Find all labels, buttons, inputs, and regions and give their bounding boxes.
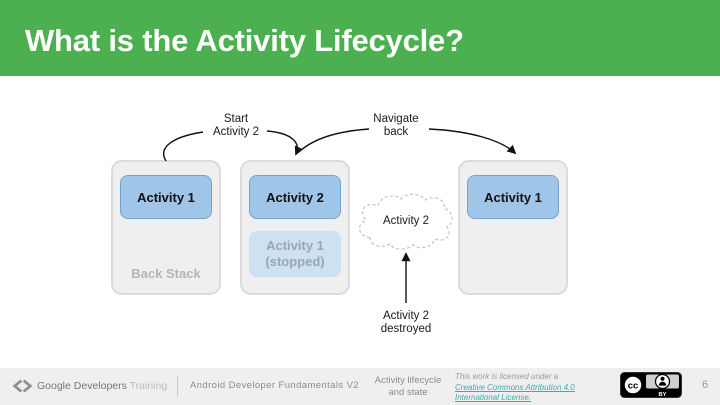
brand-primary: Google Developers — [37, 380, 127, 392]
license-link-line1[interactable]: Creative Commons Attribution 4.0 — [455, 382, 575, 392]
lesson-title-line2: and state — [388, 386, 428, 398]
course-title: Android Developer Fundamentals V2 — [190, 380, 359, 391]
activity-destroyed-label-line2: destroyed — [380, 323, 432, 335]
brand-text: Google Developers Training — [37, 380, 167, 392]
lesson-title: Activity lifecycle and state — [356, 375, 460, 398]
activity-1-box-returned: Activity 1 — [467, 175, 559, 219]
footer-divider — [177, 376, 178, 397]
brand-secondary: Training — [129, 380, 168, 392]
stopped-box-line1: Activity 1 — [266, 238, 324, 253]
start-activity-label: Start Activity 2 — [194, 113, 278, 139]
cloud-activity-label: Activity 2 — [382, 215, 429, 227]
svg-text:BY: BY — [658, 392, 666, 398]
stopped-box-line2: (stopped) — [265, 254, 325, 269]
license-link-line2[interactable]: International License. — [455, 393, 532, 402]
back-stack-caption: Back Stack — [131, 266, 201, 281]
page-number: 6 — [702, 379, 709, 391]
activity-destroyed-label: Activity 2 destroyed — [364, 310, 448, 336]
activity-1-box: Activity 1 — [120, 175, 212, 219]
lesson-title-line1: Activity lifecycle — [374, 375, 442, 386]
activity-1-stopped-box: Activity 1 (stopped) — [249, 231, 341, 277]
footer-bar: Google Developers Training Android Devel… — [0, 368, 720, 405]
google-developers-logo-icon — [12, 379, 33, 393]
cc-by-badge-icon[interactable]: cc BY — [620, 372, 682, 398]
back-stack-panel-1: Activity 1 Back Stack — [111, 160, 221, 295]
navigate-back-label-line1: Navigate — [373, 113, 419, 125]
license-prefix: This work is licensed under a — [455, 372, 559, 381]
navigate-back-label-line2: back — [383, 126, 409, 138]
back-stack-panel-3: Activity 1 — [458, 160, 568, 295]
svg-text:cc: cc — [628, 381, 639, 392]
activity-destroyed-label-line1: Activity 2 — [382, 310, 429, 322]
page-title: What is the Activity Lifecycle? — [25, 23, 464, 58]
start-activity-label-line2: Activity 2 — [212, 126, 259, 138]
start-activity-label-line1: Start — [223, 113, 249, 125]
back-stack-panel-2: Activity 2 Activity 1 (stopped) — [240, 160, 350, 295]
activity-2-box: Activity 2 — [249, 175, 341, 219]
license-text: This work is licensed under a Creative C… — [455, 372, 617, 404]
header-bar: What is the Activity Lifecycle? — [0, 0, 720, 76]
navigate-arrow-right-curve — [428, 128, 517, 155]
navigate-back-label: Navigate back — [354, 113, 438, 139]
